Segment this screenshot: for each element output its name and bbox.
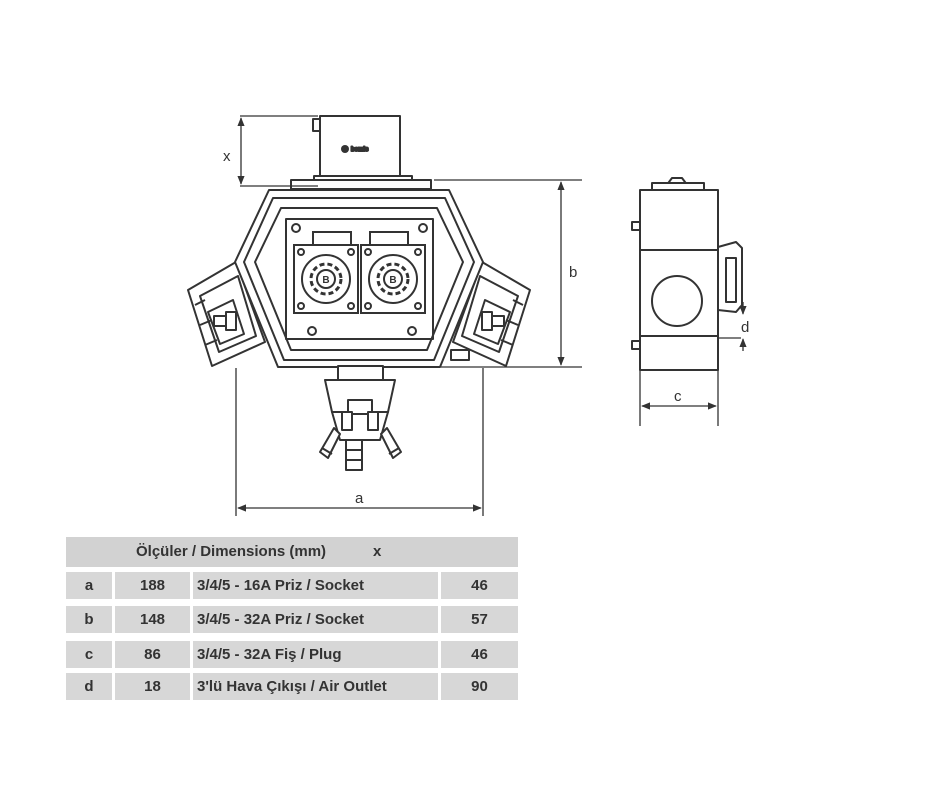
top-plug-housing <box>319 115 401 178</box>
row-key: c <box>66 641 112 668</box>
table-row: c 86 3/4/5 - 32A Fiş / Plug 46 <box>66 641 518 668</box>
row-key: d <box>66 673 112 700</box>
side-outlet-circle <box>651 275 703 327</box>
right-connector <box>450 261 531 367</box>
row-value: 18 <box>115 673 190 700</box>
socket-2 <box>360 231 426 314</box>
row-value: 148 <box>115 606 190 633</box>
dim-label-b: b <box>569 264 577 281</box>
table-header-x: x <box>373 543 382 560</box>
row-key: b <box>66 606 112 633</box>
row-description: 3/4/5 - 32A Priz / Socket <box>193 606 438 633</box>
dim-label-d: d <box>741 319 749 336</box>
dimension-lines <box>235 115 747 516</box>
table-row: b 148 3/4/5 - 32A Priz / Socket 57 <box>66 606 518 633</box>
socket-1 <box>293 231 359 314</box>
technical-drawing: bemis <box>187 115 749 516</box>
socket-2-badge: B <box>389 275 396 286</box>
table-header: Ölçüler / Dimensions (mm) x <box>66 537 518 567</box>
left-connector <box>187 261 266 367</box>
row-x: 46 <box>441 572 518 599</box>
row-description: 3'lü Hava Çıkışı / Air Outlet <box>193 673 438 700</box>
table-row: d 18 3'lü Hava Çıkışı / Air Outlet 90 <box>66 673 518 700</box>
front-view: bemis <box>187 115 531 368</box>
air-outlet <box>319 365 402 471</box>
row-value: 188 <box>115 572 190 599</box>
table-header-title: Ölçüler / Dimensions (mm) <box>136 543 327 560</box>
side-view <box>631 177 743 371</box>
socket-panel <box>285 218 434 340</box>
dim-label-x: x <box>223 148 231 165</box>
row-key: a <box>66 572 112 599</box>
row-description: 3/4/5 - 16A Priz / Socket <box>193 572 438 599</box>
brand-logo-text: bemis <box>351 147 369 153</box>
dim-label-c: c <box>674 388 682 405</box>
socket-1-badge: B <box>322 275 329 286</box>
dim-label-a: a <box>355 490 364 507</box>
row-value: 86 <box>115 641 190 668</box>
row-x: 90 <box>441 673 518 700</box>
row-x: 46 <box>441 641 518 668</box>
row-description: 3/4/5 - 32A Fiş / Plug <box>193 641 438 668</box>
table-row: a 188 3/4/5 - 16A Priz / Socket 46 <box>66 572 518 599</box>
row-x: 57 <box>441 606 518 633</box>
